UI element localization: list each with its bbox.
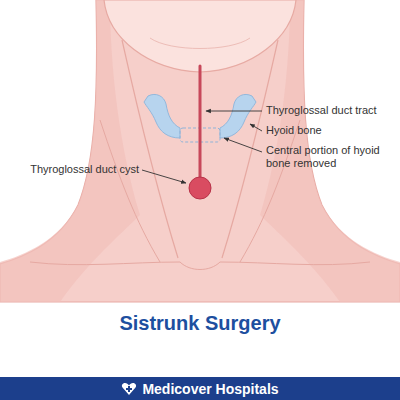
figure-title: Sistrunk Surgery [0, 311, 400, 335]
brand-band: Medicover Hospitals [0, 377, 400, 400]
part-label: Thyroglossal duct tract [266, 104, 396, 117]
brand-logo [121, 382, 137, 396]
brand-logo-heart [122, 383, 136, 395]
part-label: Central portion of hyoid bone removed [266, 144, 394, 170]
part-label: Hyoid bone [266, 124, 396, 137]
brand-name: Medicover Hospitals [142, 381, 278, 397]
brand-logo-cross [126, 386, 132, 392]
part-label: Thyroglossal duct cyst [8, 163, 139, 176]
